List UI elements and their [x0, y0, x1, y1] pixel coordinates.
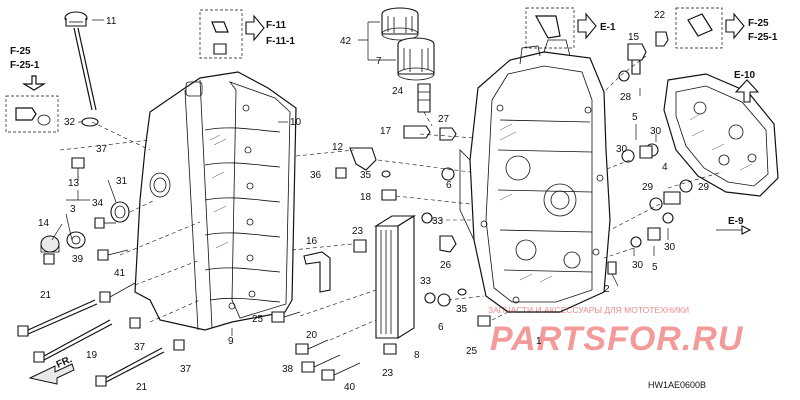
callout-35: 35	[360, 170, 372, 181]
callout-12: 12	[332, 142, 344, 153]
callout-27: 27	[438, 114, 450, 125]
callout-37: 37	[134, 342, 146, 353]
right-small-parts	[607, 31, 693, 275]
callout-18: 18	[360, 192, 372, 203]
callout-11: 11	[106, 16, 117, 27]
callout-33: 33	[432, 216, 444, 227]
callout-19: 19	[86, 350, 98, 361]
callout-30: 30	[616, 144, 628, 155]
callout-5: 5	[632, 112, 638, 123]
callout-14: 14	[38, 218, 50, 229]
oil-cooler-plate	[374, 215, 416, 339]
callout-6: 6	[446, 180, 452, 191]
dipstick	[64, 11, 97, 111]
ref-e10: E-10	[734, 70, 756, 81]
callout-5: 5	[652, 262, 658, 273]
callout-39: 39	[72, 254, 84, 265]
callout-16: 16	[306, 236, 318, 247]
callout-17: 17	[380, 126, 392, 137]
callout-38: 38	[282, 364, 294, 375]
callout-25: 25	[466, 346, 478, 357]
oil-filter	[358, 7, 435, 81]
section-refs: F-25 F-25-1 F-11 F-11-1 E-1 F-25 F-25-1 …	[10, 18, 778, 227]
leaders-right	[291, 55, 723, 341]
crankcase-main	[459, 39, 611, 313]
callout-37: 37	[96, 144, 108, 155]
callout-10: 10	[290, 117, 302, 128]
callout-31: 31	[116, 176, 128, 187]
callout-1: 1	[536, 336, 542, 347]
callout-15: 15	[628, 32, 640, 43]
callout-6: 6	[438, 322, 444, 333]
callout-20: 20	[306, 330, 318, 341]
callout-21: 21	[136, 382, 148, 393]
callout-29: 29	[698, 182, 710, 193]
callout-26: 26	[440, 260, 452, 271]
callout-34: 34	[92, 198, 104, 209]
callout-28: 28	[620, 92, 632, 103]
callout-36: 36	[310, 170, 322, 181]
ref-f25-left: F-25	[10, 46, 31, 57]
ref-e1: E-1	[600, 22, 616, 33]
ref-f25-1-right: F-25-1	[748, 32, 778, 43]
ref-e9: E-9	[728, 216, 744, 227]
ref-box-e1	[525, 7, 597, 49]
callout-40: 40	[344, 382, 356, 393]
callout-9: 9	[228, 336, 234, 347]
e9-arrow	[716, 225, 752, 235]
ref-f11-1: F-11-1	[266, 36, 295, 47]
side-cover-e10	[663, 73, 779, 197]
callout-23: 23	[382, 368, 394, 379]
ref-box-left	[5, 75, 59, 133]
callout-24: 24	[392, 86, 404, 97]
callout-42: 42	[340, 36, 352, 47]
ref-box-f25-right	[675, 7, 745, 49]
callout-29: 29	[642, 182, 654, 193]
callout-30: 30	[632, 260, 644, 271]
callout-7: 7	[376, 56, 382, 67]
callout-30: 30	[664, 242, 676, 253]
callout-3: 3	[70, 204, 76, 215]
watermark-logo: PARTSFOR.RU	[490, 320, 744, 358]
callout-37: 37	[180, 364, 192, 375]
diagram-code: HW1AE0600B	[648, 380, 706, 390]
transmission-cover	[134, 71, 297, 331]
ref-box-f11	[199, 9, 265, 59]
watermark: ЗАПЧАСТИ И АКСЕССУАРЫ ДЛЯ МОТОТЕХНИКИ PA…	[488, 305, 744, 358]
callout-4: 4	[662, 162, 668, 173]
callout-25: 25	[252, 314, 264, 325]
callout-41: 41	[114, 268, 126, 279]
e10-arrow	[734, 79, 760, 103]
ref-f11: F-11	[266, 20, 286, 31]
callout-13: 13	[68, 178, 80, 189]
ref-f25-1-left: F-25-1	[10, 60, 40, 71]
callout-23: 23	[352, 226, 364, 237]
center-small-parts	[271, 125, 491, 381]
callout-35: 35	[456, 304, 468, 315]
callout-32: 32	[64, 117, 76, 128]
callout-22: 22	[654, 10, 666, 21]
watermark-caption: ЗАПЧАСТИ И АКСЕССУАРЫ ДЛЯ МОТОТЕХНИКИ	[488, 305, 689, 315]
ref-f25-right: F-25	[748, 18, 769, 29]
callout-30: 30	[650, 126, 662, 137]
leaders-left	[51, 19, 288, 336]
o-ring-32	[81, 117, 99, 127]
callout-2: 2	[604, 284, 610, 295]
callout-21: 21	[40, 290, 52, 301]
fitting-24	[417, 83, 431, 113]
callout-8: 8	[414, 350, 420, 361]
callout-33: 33	[420, 276, 432, 287]
callouts: 11 32 37 13 3 14 39 41 21 19 37 37 21 31…	[38, 10, 710, 393]
left-small-parts	[17, 157, 185, 387]
